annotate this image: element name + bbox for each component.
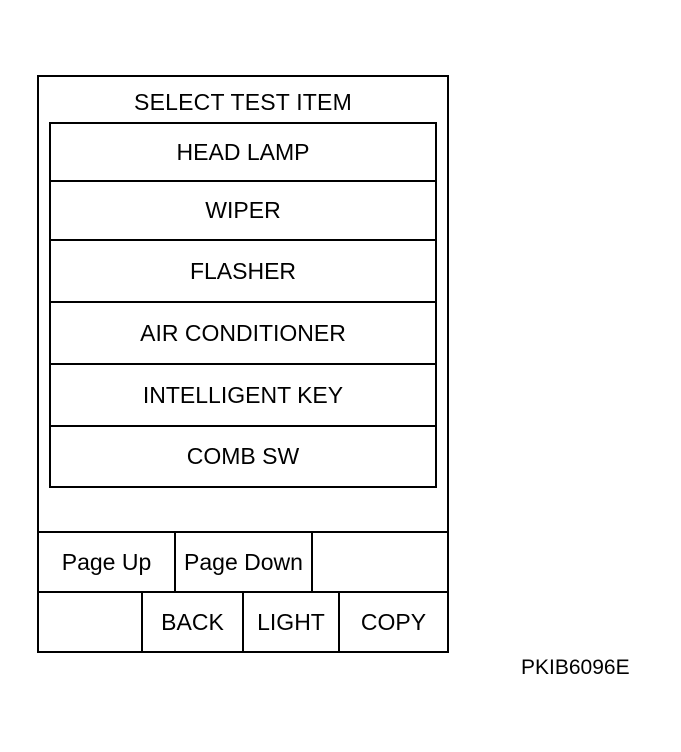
figure-code: PKIB6096E [521,656,630,679]
list-item-label: AIR CONDITIONER [140,319,346,346]
list-item-label: WIPER [205,197,281,223]
list-item-head-lamp[interactable]: HEAD LAMP [51,124,435,182]
empty-button [39,593,143,651]
list-item-flasher[interactable]: FLASHER [51,241,435,303]
list-item-intelligent-key[interactable]: INTELLIGENT KEY [51,365,435,427]
screen-title: SELECT TEST ITEM [134,89,352,115]
action-button-row: BACK LIGHT COPY [39,591,447,651]
list-item-label: FLASHER [189,257,297,284]
page-up-button[interactable]: Page Up [39,533,176,591]
list-item-air-conditioner[interactable]: AIR CONDITIONER [51,303,435,365]
nav-button-row: Page Up Page Down [39,531,447,591]
empty-button [313,533,447,591]
list-item-label: HEAD LAMP [176,138,310,165]
list-item-comb-sw[interactable]: COMB SW [51,427,435,486]
list-item-label: INTELLIGENT KEY [142,381,344,408]
back-button[interactable]: BACK [143,593,244,651]
copy-button[interactable]: COPY [340,593,447,651]
page-down-button[interactable]: Page Down [176,533,313,591]
list-item-label: COMB SW [186,443,300,469]
test-item-list: HEAD LAMP WIPER FLASHER AIR CONDITIONER … [49,122,437,488]
list-item-wiper[interactable]: WIPER [51,182,435,241]
light-button[interactable]: LIGHT [244,593,340,651]
consult-screen: SELECT TEST ITEM HEAD LAMP WIPER FLASHER… [37,75,449,653]
